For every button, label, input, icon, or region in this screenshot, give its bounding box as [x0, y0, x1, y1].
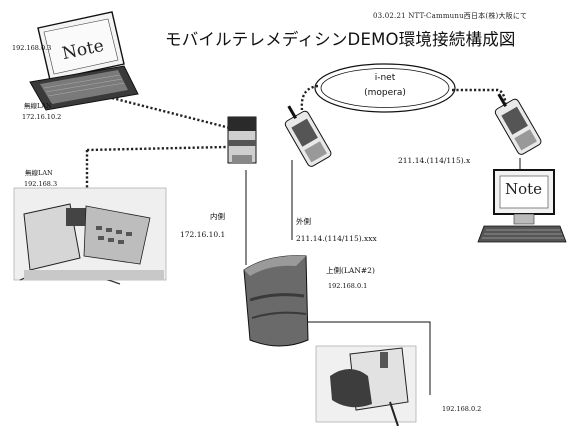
link-cloud-left-phone — [300, 84, 319, 111]
left-lan-label: 無線LAN — [25, 169, 53, 177]
right-pc-ip: 211.14.(114/115).x — [398, 156, 471, 165]
router-outer-label: 外側 — [296, 217, 311, 226]
router-outer-ip: 211.14.(114/115).xxx — [296, 234, 377, 243]
left-lan-ip: 192.168.3 — [24, 180, 58, 188]
left-lan-device-graphic — [13, 187, 167, 285]
header-note: 03.02.21 NTT-Cammunu西日本(株)大阪にて — [373, 12, 528, 20]
laptop-left-lan-label: 無線LAN — [24, 102, 52, 110]
right-pc-graphic — [477, 169, 567, 243]
router-inner-ip: 172.16.10.1 — [180, 230, 226, 239]
link-laptop-router — [111, 96, 231, 130]
network-name: i-net — [374, 73, 396, 83]
right-pc-screen-label: Note — [505, 180, 543, 198]
bottom-device-graphic — [315, 345, 417, 426]
network-provider: (mopera) — [364, 88, 406, 98]
server-graphic — [243, 255, 309, 347]
laptop-left-graphic — [29, 11, 139, 111]
laptop-left-ip-top: 192.168.0.3 — [12, 44, 52, 52]
inet-cloud — [314, 63, 456, 113]
server-top-ip: 192.168.0.1 — [328, 282, 368, 290]
server-top-label: 上側(LAN#2) — [326, 266, 375, 275]
link-server-bottom — [295, 321, 431, 395]
page-title: モバイルテレメディシンDEMO環境接続構成図 — [165, 30, 516, 49]
left-phone-graphic — [284, 105, 332, 167]
router-inner-label: 内側 — [210, 212, 225, 221]
link-left-lan-router — [86, 145, 227, 152]
bottom-device-ip: 192.168.0.2 — [442, 405, 482, 413]
right-phone-graphic — [494, 93, 542, 155]
laptop-left-lan-ip: 172.16.10.2 — [22, 113, 62, 121]
router-graphic — [227, 116, 257, 164]
